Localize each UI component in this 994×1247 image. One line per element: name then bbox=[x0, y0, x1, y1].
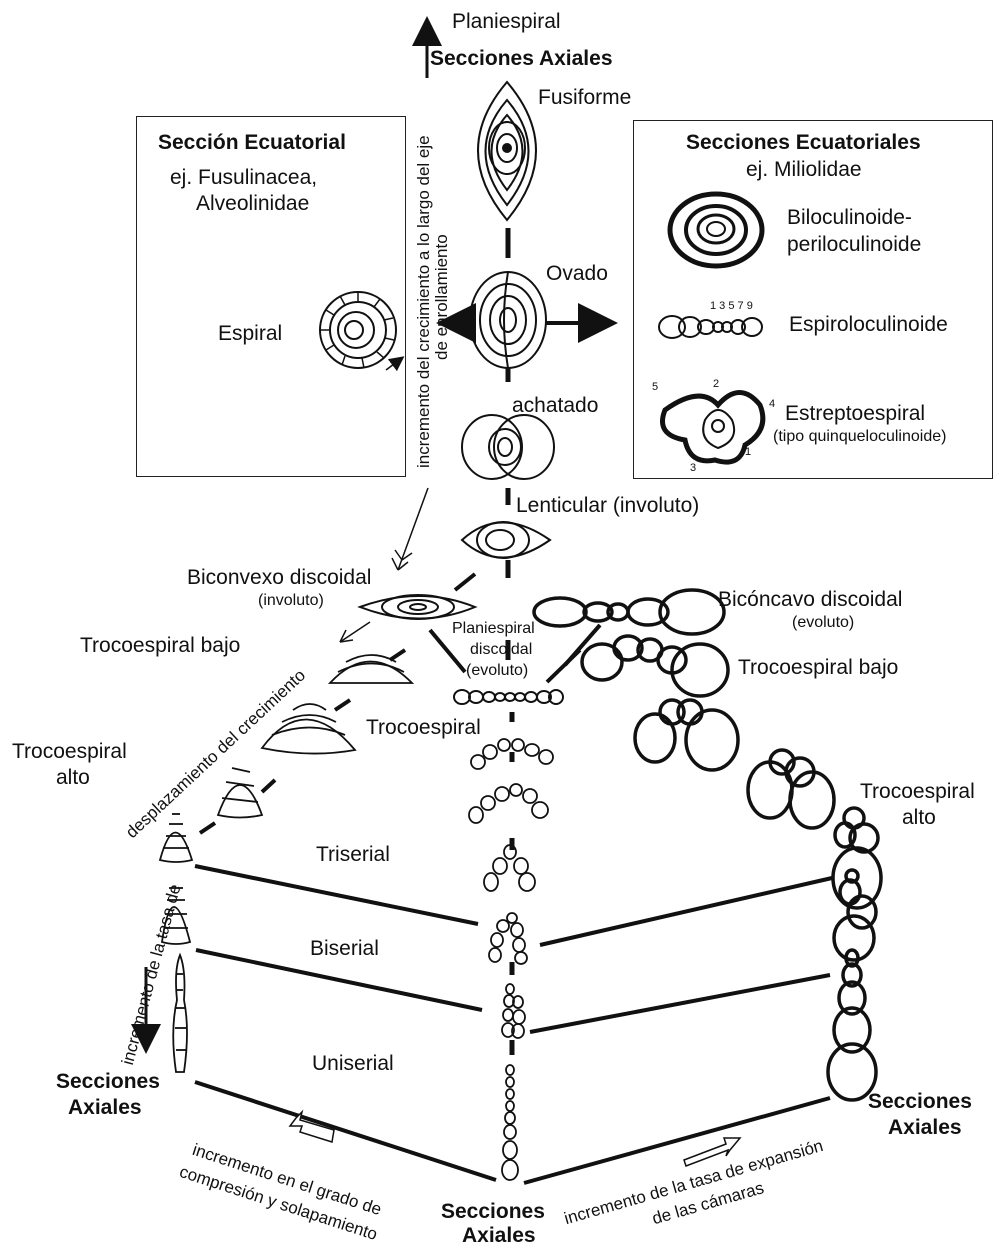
planiespiral-top-label: Planiespiral bbox=[452, 10, 561, 33]
center-chamber-chains bbox=[469, 739, 553, 1180]
left-axial-1: Secciones bbox=[56, 1070, 160, 1093]
lenticular-label: Lenticular (involuto) bbox=[516, 494, 699, 517]
left-trocoespiral-alto-2: alto bbox=[56, 766, 90, 789]
biloculinoide-label-1: Biloculinoide- bbox=[787, 206, 912, 229]
uniserial-label: Uniserial bbox=[312, 1052, 394, 1075]
bottom-axial-1: Secciones bbox=[441, 1200, 545, 1223]
left-box-example-2: Alveolinidae bbox=[196, 192, 309, 215]
vertical-axis-label-1: incremento del crecimiento a lo largo de… bbox=[414, 135, 434, 468]
biloculinoide-label-2: periloculinoide bbox=[787, 233, 921, 256]
right-axial-1: Secciones bbox=[868, 1090, 972, 1113]
fusiforme-label: Fusiforme bbox=[538, 86, 631, 109]
estrepto-num-3: 3 bbox=[690, 462, 696, 474]
lenticular-shell bbox=[462, 522, 550, 558]
espiral-label: Espiral bbox=[218, 322, 282, 345]
biconvexo-shell bbox=[360, 595, 475, 619]
biconcavo-label: Bicóncavo discoidal bbox=[718, 588, 902, 611]
estrepto-num-1: 1 bbox=[745, 446, 751, 458]
bottom-axial-2: Axiales bbox=[462, 1224, 536, 1247]
achatado-label: achatado bbox=[512, 394, 598, 417]
right-box-title: Secciones Ecuatoriales bbox=[686, 131, 921, 154]
fusiforme-shell bbox=[478, 82, 536, 220]
triserial-label: Triserial bbox=[316, 843, 390, 866]
planiespiral-label-2: discoidal bbox=[470, 641, 532, 659]
estreptoespiral-label-1: Estreptoespiral bbox=[785, 402, 925, 425]
trocoespiral-center-label: Trocoespiral bbox=[366, 716, 481, 739]
estrepto-num-5: 5 bbox=[652, 381, 658, 393]
left-box-example-1: ej. Fusulinacea, bbox=[170, 166, 317, 189]
espiroloculinoide-numbers: 1 3 5 7 9 bbox=[710, 300, 753, 312]
feathered-arrow-1 bbox=[392, 488, 428, 570]
left-trocoespiral-bajo: Trocoespiral bajo bbox=[80, 634, 240, 657]
biconvexo-label: Biconvexo discoidal bbox=[187, 566, 371, 589]
axial-top-title: Secciones Axiales bbox=[430, 47, 613, 70]
achatado-shell bbox=[462, 415, 554, 479]
right-trocoespiral-alto-1: Trocoespiral bbox=[860, 780, 975, 803]
planiespiral-evoluto-shell bbox=[454, 690, 563, 704]
biconcavo-sub-label: (evoluto) bbox=[792, 614, 854, 632]
ovado-shell bbox=[470, 272, 546, 368]
planiespiral-label-3: (evoluto) bbox=[466, 662, 528, 680]
vertical-axis-label-2: de enrollamiento bbox=[432, 234, 452, 360]
right-box-example: ej. Miliolidae bbox=[746, 158, 862, 181]
estrepto-num-2: 2 bbox=[713, 378, 719, 390]
left-box-title: Sección Ecuatorial bbox=[158, 131, 346, 154]
left-trocoespiral-alto-1: Trocoespiral bbox=[12, 740, 127, 763]
planiespiral-label-1: Planiespiral bbox=[452, 620, 535, 638]
biserial-label: Biserial bbox=[310, 937, 379, 960]
estrepto-num-4: 4 bbox=[769, 398, 775, 410]
espiroloculinoide-label: Espiroloculinoide bbox=[789, 313, 948, 336]
right-trocoespiral-alto-2: alto bbox=[902, 806, 936, 829]
right-axial-2: Axiales bbox=[888, 1116, 962, 1139]
left-axial-2: Axiales bbox=[68, 1096, 142, 1119]
right-trocoespiral-bajo: Trocoespiral bajo bbox=[738, 656, 898, 679]
feathered-arrow-2 bbox=[340, 622, 370, 642]
ovado-label: Ovado bbox=[546, 262, 608, 285]
estreptoespiral-label-2: (tipo quinqueloculinoide) bbox=[773, 428, 946, 446]
biconvexo-sub-label: (involuto) bbox=[258, 592, 324, 610]
